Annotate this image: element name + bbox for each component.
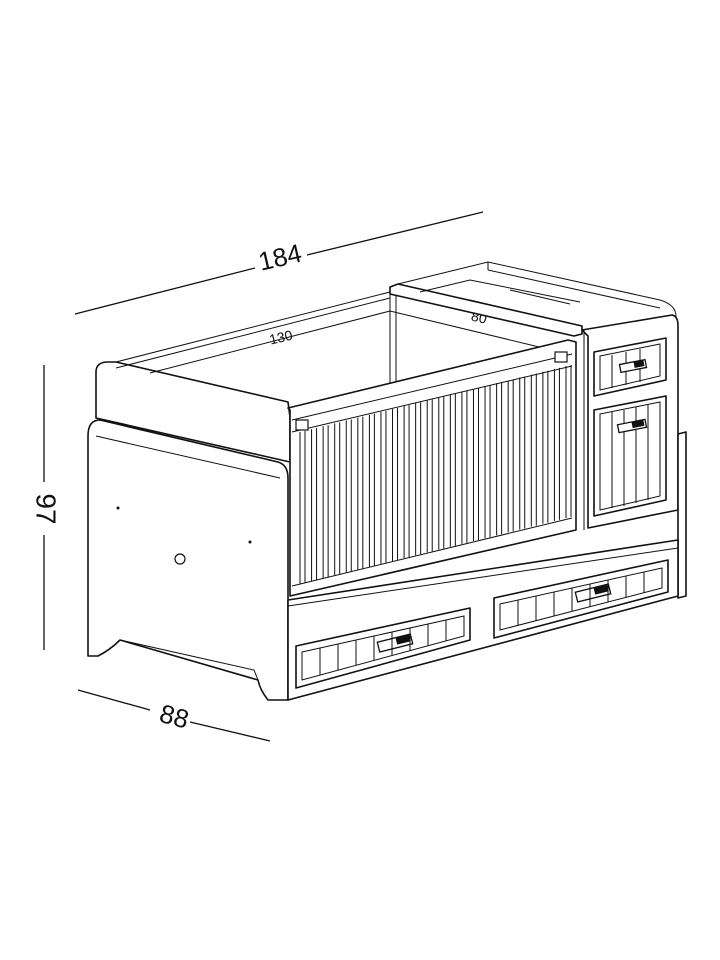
crib-bar — [311, 428, 318, 582]
crib-top-rail — [389, 261, 677, 337]
crib-bar — [345, 419, 352, 573]
rail-lock-left-icon — [295, 419, 309, 431]
crib-bar — [438, 396, 445, 550]
crib-bar — [484, 385, 491, 539]
crib-bar — [334, 422, 341, 576]
crib-bar — [426, 399, 433, 553]
crib-bar — [565, 365, 572, 518]
crib-bar — [415, 402, 422, 556]
crib-bar — [449, 393, 456, 547]
crib-bar — [368, 413, 375, 567]
dimension-depth: 88 — [77, 689, 271, 742]
dimension-length-label: 184 — [255, 238, 304, 277]
crib-bar — [542, 370, 549, 524]
crib-head-panel — [95, 291, 391, 463]
crib-bar — [357, 416, 364, 570]
panel-screw-icon — [174, 553, 186, 565]
crib-front-rail — [287, 339, 577, 597]
crib-bar — [322, 425, 329, 579]
crib-bar — [507, 379, 514, 533]
rail-lock-right-icon — [554, 351, 568, 363]
drawer-panels — [319, 572, 645, 676]
crib-bars — [299, 365, 572, 584]
chest-of-drawers — [581, 314, 687, 599]
crib-bar — [461, 390, 468, 544]
crib-bar — [392, 408, 399, 562]
bed-length-label: 130 — [268, 327, 295, 348]
crib-bar — [299, 431, 306, 584]
dimension-depth-label: 88 — [156, 698, 192, 734]
crib-bar — [380, 410, 387, 564]
crib-bar — [472, 387, 479, 541]
crib-bar — [553, 367, 560, 521]
dimension-height: 97 — [31, 365, 62, 650]
cabinet-door — [593, 395, 667, 517]
dimension-height-label: 97 — [31, 493, 62, 524]
crib-bar — [519, 376, 526, 530]
crib-bar — [530, 373, 537, 527]
crib-foot-panel — [87, 419, 289, 701]
crib-bar — [403, 405, 410, 559]
crib-base — [287, 539, 679, 701]
crib-bar — [496, 382, 503, 536]
